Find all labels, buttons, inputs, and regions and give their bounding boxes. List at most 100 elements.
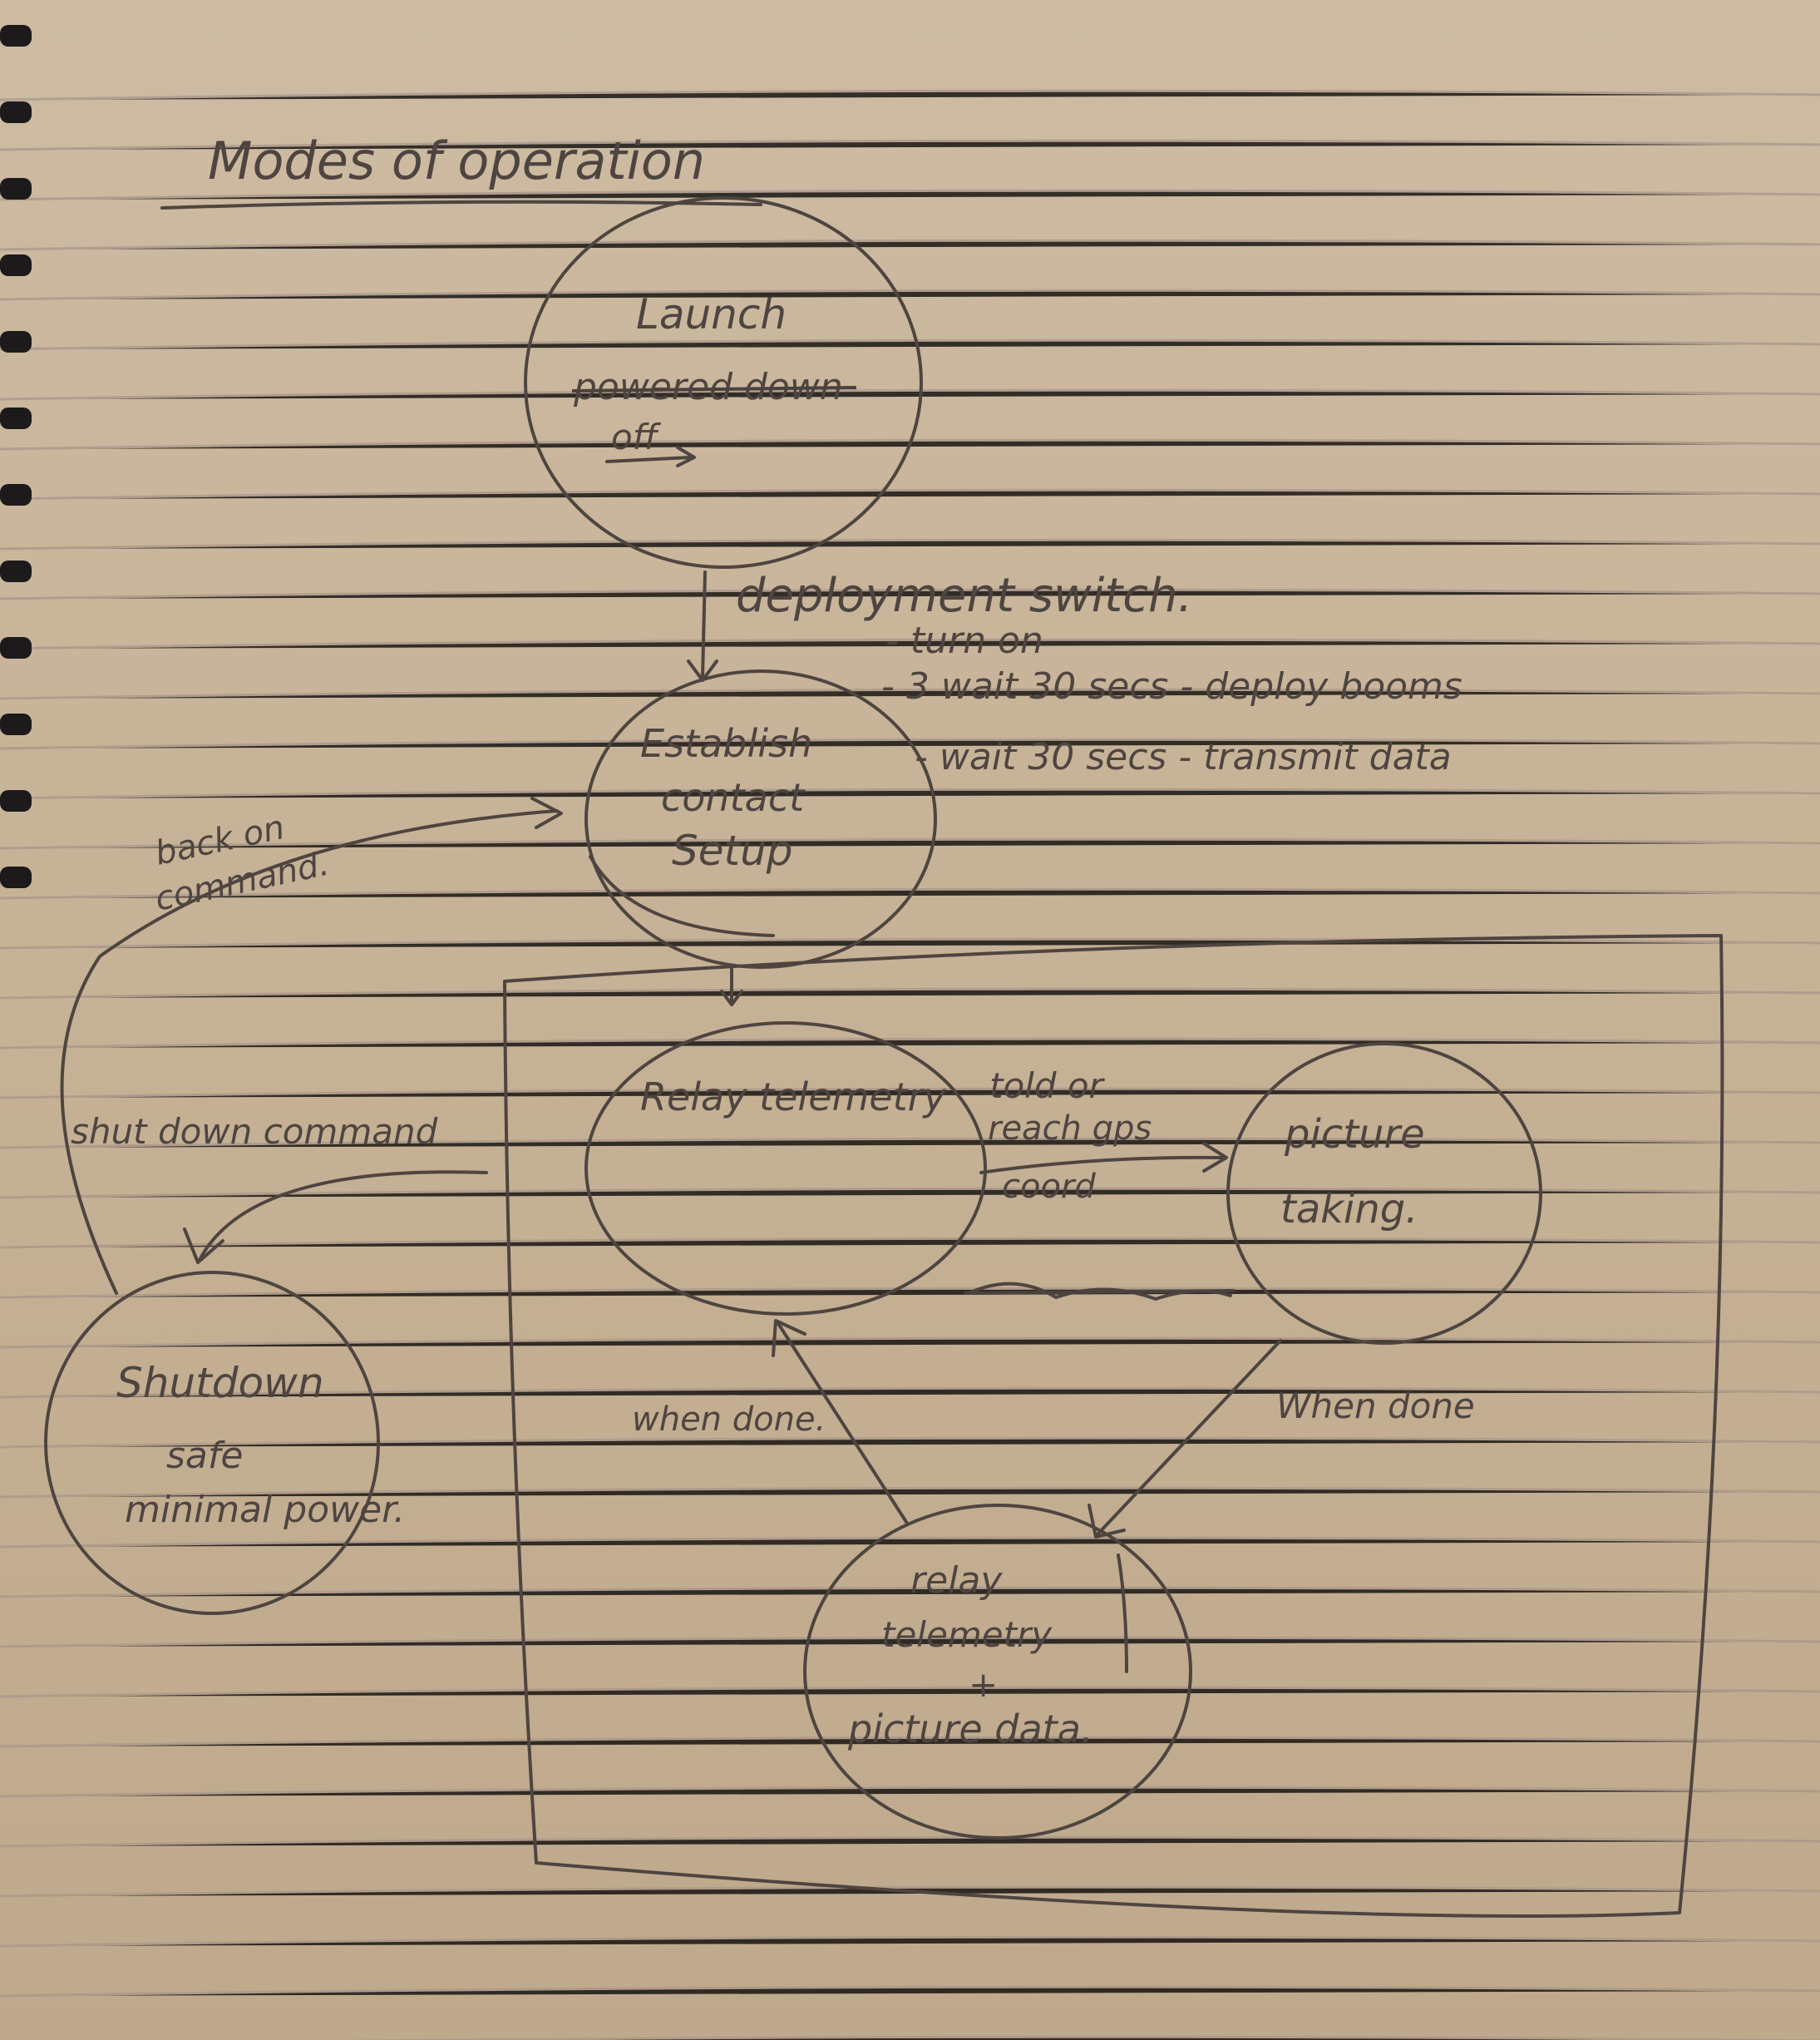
ruled-line: [0, 837, 1820, 850]
deployment-step-3: - wait 30 secs - transmit data: [915, 736, 1452, 778]
arrowhead-icon: [530, 797, 563, 829]
ruled-line: [0, 89, 1820, 101]
state-shutdown-line3: minimal power.: [125, 1489, 405, 1531]
state-establish-line3: Setup: [672, 827, 793, 875]
arrow-picture-to-relaydata: [1096, 1339, 1282, 1536]
ruled-line: [0, 1386, 1820, 1399]
binding-hole: [0, 790, 32, 812]
when-done-right: When done: [1276, 1386, 1475, 1426]
ruled-line: [0, 638, 1820, 650]
state-shutdown-line2: safe: [166, 1435, 243, 1477]
state-relaydata-line4: picture data.: [847, 1707, 1093, 1751]
binding-hole: [0, 637, 32, 659]
arrow-relay-to-picture: [979, 1155, 1224, 1174]
state-picture-line1: picture: [1284, 1111, 1425, 1158]
state-establish-line2: contact: [661, 775, 806, 820]
binding-hole: [0, 178, 32, 200]
state-establish-circle: [584, 669, 937, 969]
state-relaydata-line2: telemetry: [881, 1614, 1053, 1655]
page-title: Modes of operation: [208, 131, 705, 191]
binding-hole: [0, 408, 32, 429]
scribble-strike: [964, 1289, 1236, 1295]
ruled-line: [0, 588, 1820, 600]
spiral-binding: [0, 25, 32, 888]
state-launch-note: off: [611, 417, 662, 457]
ruled-line: [0, 1237, 1820, 1249]
state-picture-circle: [1226, 1042, 1542, 1345]
operational-box: [503, 934, 1724, 1918]
arrow-establish-to-relay: [720, 967, 743, 1006]
state-relay-circle: [584, 1021, 987, 1316]
ruled-line: [0, 338, 1820, 351]
state-launch-circle: [524, 196, 923, 569]
relaydata-overstroke: [1117, 1553, 1128, 1673]
ruled-line: [0, 488, 1820, 501]
ruled-line: [0, 1137, 1820, 1149]
ruled-line: [0, 987, 1820, 1000]
ruled-line: [0, 1985, 1820, 1998]
ruled-line: [0, 1087, 1820, 1099]
state-shutdown-circle: [44, 1271, 380, 1615]
state-launch-name: Launch: [636, 290, 787, 338]
ruled-line: [0, 1736, 1820, 1748]
arrowhead-icon: [183, 1227, 224, 1264]
ruled-line: [0, 1436, 1820, 1449]
arrow-relaydata-to-relay: [776, 1321, 908, 1524]
ruled-line: [0, 788, 1820, 800]
ruled-lines: [0, 89, 1820, 2040]
strikethrough-line: [571, 386, 857, 393]
ruled-line: [0, 937, 1820, 950]
ruled-line: [0, 1287, 1820, 1299]
ruled-line: [0, 139, 1820, 151]
deployment-step-2: - 3 wait 30 secs - deploy booms: [881, 665, 1462, 708]
state-relaydata-circle: [803, 1504, 1192, 1840]
binding-hole: [0, 484, 32, 506]
state-picture-line2: taking.: [1280, 1186, 1418, 1232]
told-or-line2: reach gps: [988, 1109, 1152, 1148]
ruled-line: [0, 1935, 1820, 1948]
arrow-shutdown-command: [198, 1170, 488, 1262]
ruled-line: [0, 1636, 1820, 1648]
state-relay-label: Relay telemetry: [640, 1074, 947, 1119]
state-relaydata-line3: +: [969, 1664, 998, 1705]
ruled-line: [0, 1786, 1820, 1798]
ruled-line: [0, 388, 1820, 401]
state-shutdown-line1: Shutdown: [116, 1359, 324, 1407]
ruled-line: [0, 239, 1820, 251]
ruled-line: [0, 688, 1820, 700]
arrowhead-icon: [1202, 1142, 1228, 1173]
ruled-line: [0, 1486, 1820, 1499]
arrowhead-icon: [1088, 1504, 1126, 1539]
ruled-line: [0, 1536, 1820, 1549]
binding-hole: [0, 867, 32, 888]
ruled-line: [0, 1037, 1820, 1050]
arrowhead-icon: [772, 1319, 806, 1357]
arrow-launch-to-establish: [701, 571, 707, 679]
ruled-line: [0, 1586, 1820, 1598]
ruled-line: [328, 2035, 1820, 2040]
binding-hole: [0, 254, 32, 276]
told-or-line1: told or: [989, 1065, 1106, 1106]
ruled-line: [0, 1336, 1820, 1349]
binding-hole: [0, 561, 32, 582]
ruled-line: [0, 1835, 1820, 1848]
ruled-line: [0, 189, 1820, 201]
state-relaydata-line1: relay: [910, 1559, 1003, 1602]
when-done-left: when done.: [632, 1400, 826, 1439]
ruled-line: [0, 538, 1820, 551]
deployment-step-1: - turn on: [885, 620, 1043, 662]
ruled-line: [0, 1187, 1820, 1199]
binding-hole: [0, 25, 32, 47]
binding-hole: [0, 331, 32, 353]
state-establish-line1: Establish: [640, 721, 812, 766]
off-arrow-icon: [605, 446, 696, 467]
arrow-back-on-command: [60, 809, 559, 1295]
ruled-line: [0, 289, 1820, 301]
ruled-line: [0, 1686, 1820, 1698]
shutdown-command-label: shut down command: [71, 1111, 438, 1152]
told-or-line3: coord: [1002, 1168, 1096, 1206]
binding-hole: [0, 101, 32, 123]
binding-hole: [0, 714, 32, 735]
